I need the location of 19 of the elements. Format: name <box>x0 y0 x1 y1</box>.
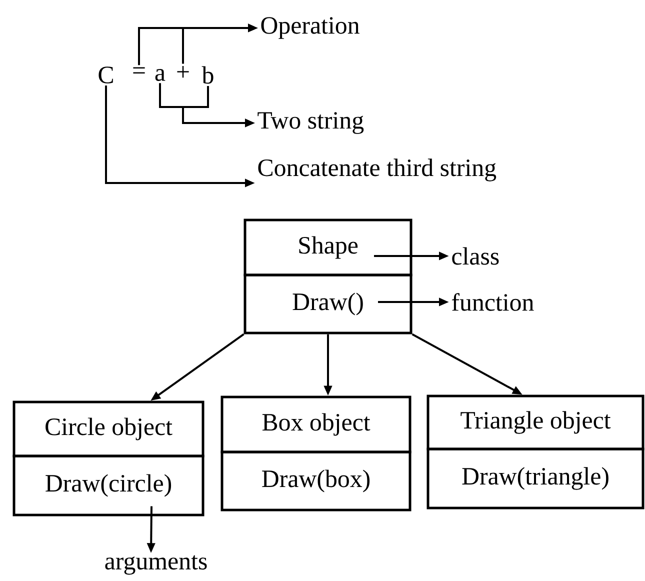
method-section: Draw(box) <box>220 450 412 512</box>
text-label: Operation <box>261 17 360 39</box>
method-section: Draw() <box>244 274 412 334</box>
text-label: class <box>452 247 499 265</box>
object-name-section: Circle object <box>12 400 204 458</box>
text-label: arguments <box>105 555 207 575</box>
method-section: Draw(triangle) <box>426 448 644 510</box>
object-name-section: Triangle object <box>426 394 644 450</box>
text-label: function <box>452 293 534 311</box>
text-label: Two string <box>258 112 364 134</box>
expression-term: C <box>98 66 113 84</box>
class-name-section: Shape <box>244 218 412 276</box>
expression-term: b <box>202 66 214 84</box>
expression-term: = <box>133 67 145 74</box>
object-name-section: Box object <box>220 396 412 454</box>
text-label: Concatenate third string <box>258 158 496 182</box>
expression-term: + <box>177 66 189 78</box>
expression-term: a <box>155 69 166 81</box>
method-section: Draw(circle) <box>12 454 204 516</box>
